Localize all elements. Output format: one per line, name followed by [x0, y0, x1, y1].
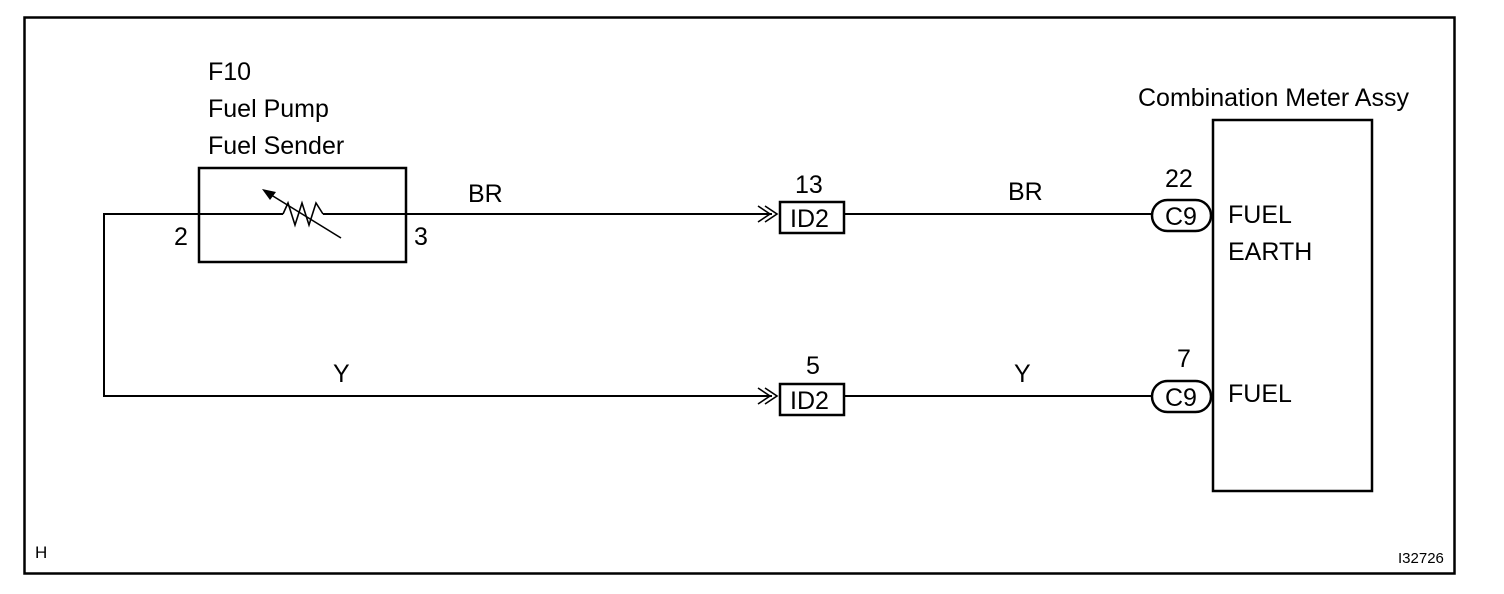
meter-connector-name-upper: C9: [1165, 203, 1197, 231]
wire-color-upper-left: BR: [468, 180, 503, 208]
junction-pin-lower: 5: [806, 352, 820, 380]
wire-color-lower-left: Y: [333, 360, 350, 388]
terminal-fuel-earth-line2: EARTH: [1228, 238, 1312, 266]
junction-name-lower: ID2: [790, 387, 829, 415]
meter-connector-lower: [1150, 379, 1213, 414]
wire-y-segment-1: [103, 213, 772, 397]
meter-connector-name-lower: C9: [1165, 384, 1197, 412]
wire-color-upper-right: BR: [1008, 178, 1043, 206]
terminal-fuel-earth-line1: FUEL: [1228, 201, 1292, 229]
component-name-line2: Fuel Sender: [208, 132, 344, 160]
figure-id: I32726: [1398, 550, 1444, 567]
meter-pin-lower: 7: [1177, 345, 1191, 373]
meter-connector-upper: [1150, 198, 1213, 233]
combination-meter-box: [1211, 118, 1374, 493]
junction-pin-upper: 13: [795, 171, 823, 199]
meter-title: Combination Meter Assy: [1138, 84, 1409, 112]
variable-resistor-icon: [199, 189, 406, 239]
junction-connector-icon: [757, 382, 846, 417]
meter-pin-upper: 22: [1165, 165, 1193, 193]
junction-name-upper: ID2: [790, 205, 829, 233]
component-id: F10: [208, 58, 251, 86]
terminal-fuel: FUEL: [1228, 380, 1292, 408]
junction-connector-icon: [757, 200, 846, 235]
sheet-letter: H: [35, 543, 47, 562]
pin-label-right: 3: [414, 223, 428, 251]
pin-label-left: 2: [174, 223, 188, 251]
component-name-line1: Fuel Pump: [208, 95, 329, 123]
diagram-frame: [23, 16, 1456, 575]
wire-color-lower-right: Y: [1014, 360, 1031, 388]
